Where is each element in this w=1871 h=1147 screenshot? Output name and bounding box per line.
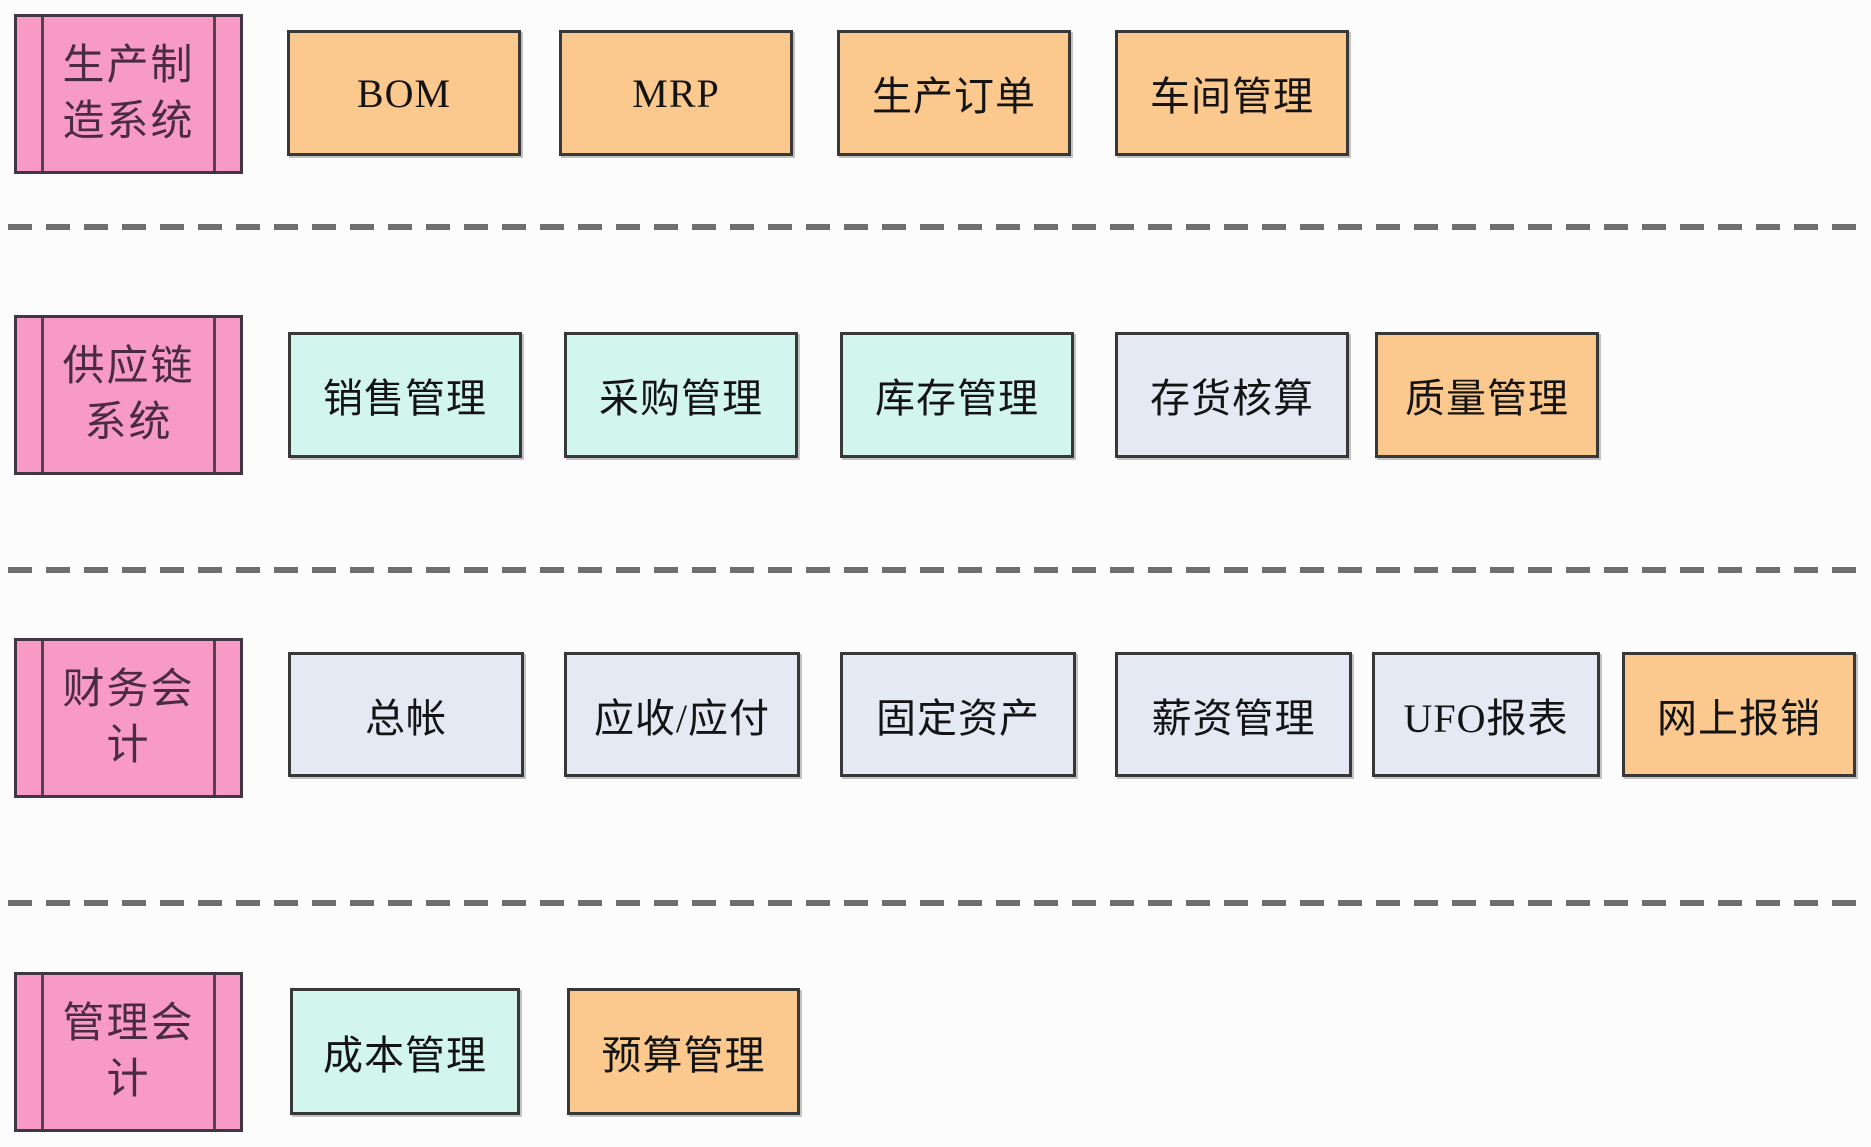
- module-payroll-management-label: 薪资管理: [1151, 695, 1316, 741]
- system-box-production: 生产制造系统: [14, 14, 243, 174]
- module-ufo-reports-label: UFO报表: [1403, 695, 1569, 741]
- module-general-ledger-label: 总帐: [365, 695, 447, 741]
- module-inventory-management: 库存管理: [840, 332, 1074, 458]
- module-workshop-management-label: 车间管理: [1150, 74, 1314, 119]
- module-bom: BOM: [287, 30, 521, 156]
- module-mrp: MRP: [559, 30, 793, 156]
- module-budget-management: 预算管理: [567, 988, 800, 1115]
- module-workshop-management: 车间管理: [1115, 30, 1349, 156]
- system-label-financial-accounting: 财务会计: [62, 667, 195, 769]
- system-box-management-accounting: 管理会计: [14, 972, 243, 1132]
- module-inventory-management-label: 库存管理: [875, 376, 1039, 421]
- module-sales-management-label: 销售管理: [323, 376, 487, 421]
- module-budget-management-label: 预算管理: [601, 1032, 766, 1078]
- module-cost-management-label: 成本管理: [323, 1032, 487, 1078]
- module-fixed-assets: 固定资产: [840, 652, 1076, 777]
- module-mrp-label: MRP: [632, 70, 720, 116]
- module-sales-management: 销售管理: [288, 332, 522, 458]
- module-quality-management: 质量管理: [1375, 332, 1599, 458]
- module-production-order: 生产订单: [837, 30, 1071, 156]
- dashed-separator-3: [8, 900, 1864, 906]
- module-quality-management-label: 质量管理: [1405, 376, 1569, 421]
- dashed-separator-1: [8, 224, 1864, 230]
- module-ar-ap-label: 应收/应付: [593, 695, 771, 741]
- system-box-financial-accounting: 财务会计: [14, 638, 243, 798]
- system-box-supply-chain: 供应链系统: [14, 315, 243, 475]
- dashed-separator-2: [8, 567, 1864, 573]
- module-fixed-assets-label: 固定资产: [876, 695, 1040, 741]
- module-payroll-management: 薪资管理: [1115, 652, 1352, 777]
- module-general-ledger: 总帐: [288, 652, 524, 777]
- module-purchase-management-label: 采购管理: [599, 376, 763, 421]
- module-online-reimbursement: 网上报销: [1622, 652, 1856, 777]
- module-purchase-management: 采购管理: [564, 332, 798, 458]
- module-stock-accounting: 存货核算: [1115, 332, 1349, 458]
- module-ufo-reports: UFO报表: [1372, 652, 1600, 777]
- module-online-reimbursement-label: 网上报销: [1657, 695, 1821, 741]
- system-label-production: 生产制造系统: [62, 43, 195, 145]
- module-stock-accounting-label: 存货核算: [1150, 376, 1314, 421]
- system-label-supply-chain: 供应链系统: [62, 344, 195, 446]
- system-label-management-accounting: 管理会计: [62, 1001, 195, 1103]
- module-production-order-label: 生产订单: [872, 74, 1036, 119]
- module-ar-ap: 应收/应付: [564, 652, 800, 777]
- module-bom-label: BOM: [356, 70, 452, 116]
- module-cost-management: 成本管理: [290, 988, 520, 1115]
